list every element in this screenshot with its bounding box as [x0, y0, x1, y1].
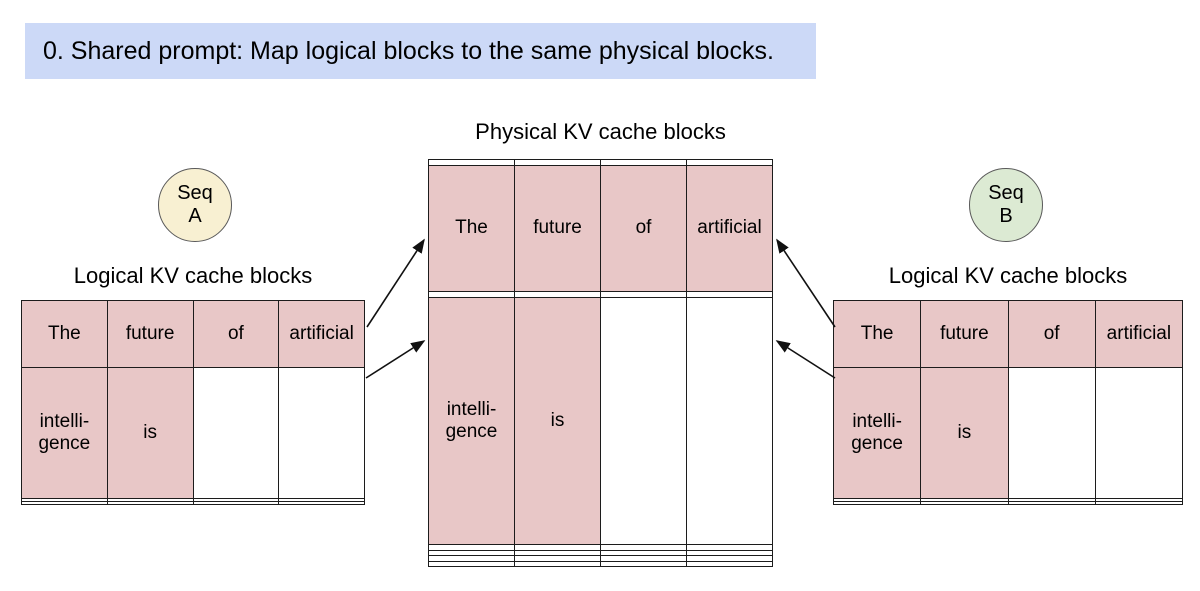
physical-cell-r7c3: [686, 560, 773, 567]
physical-cell-r3c0: intelli- gence: [428, 296, 515, 545]
seq-b-label-line2: B: [999, 205, 1013, 227]
physical-cell-r1c2: of: [600, 164, 687, 292]
logical-a-cell-r3c3: [278, 501, 365, 505]
logical-a-cell-r0c3: artificial: [278, 299, 365, 369]
physical-cell-r7c0: [428, 560, 515, 567]
physical-cell-r1c0: The: [428, 164, 515, 292]
physical-cell-r1c1: future: [514, 164, 601, 292]
logical-b-cell-r1c2: [1007, 367, 1096, 500]
logical-b-cell-r3c2: [1007, 501, 1096, 505]
physical-row-7: [428, 560, 773, 567]
logical-a-cell-r1c3: [278, 367, 365, 500]
logical-b-cell-r1c0: intelli- gence: [832, 367, 922, 500]
arrow-seq-b-block0-to-physical: [776, 238, 836, 328]
logical-a-cell-r0c1: future: [106, 299, 194, 369]
physical-cell-r7c1: [514, 560, 601, 567]
physical-table-title: Physical KV cache blocks: [475, 119, 726, 144]
seq-a-label-line2: A: [188, 205, 202, 227]
physical-cell-r3c2: [600, 296, 687, 545]
arrow-seq-a-block1-to-physical: [365, 340, 426, 379]
seq-b-label-line1: Seq: [988, 182, 1024, 204]
logical-b-cell-r0c2: of: [1007, 299, 1096, 369]
logical-a-cell-r1c2: [192, 367, 280, 500]
seq-b-badge: Seq B: [969, 168, 1043, 242]
logical-b-cell-r0c0: The: [832, 299, 922, 369]
seq-a-badge: Seq A: [158, 168, 232, 242]
logical-b-cell-r0c1: future: [920, 299, 1009, 369]
logical-b-row-3: [832, 501, 1184, 505]
physical-cell-r7c2: [600, 560, 687, 567]
logical-a-cell-r0c0: The: [21, 299, 108, 369]
logical-a-cell-r3c0: [21, 501, 108, 505]
title-banner: 0. Shared prompt: Map logical blocks to …: [25, 23, 816, 79]
logical-b-cell-r1c3: [1094, 367, 1184, 500]
logical-a-cell-r1c0: intelli- gence: [21, 367, 108, 500]
seq-a-label-line1: Seq: [177, 182, 213, 204]
logical-a-row-3: [21, 501, 365, 505]
logical-a-cell-r1c1: is: [106, 367, 194, 500]
logical-table-b-title: Logical KV cache blocks: [888, 263, 1128, 288]
logical-a-cell-r3c1: [106, 501, 194, 505]
logical-table-a-title: Logical KV cache blocks: [73, 263, 313, 288]
physical-cell-r3c3: [686, 296, 773, 545]
logical-b-cell-r3c0: [832, 501, 922, 505]
arrow-seq-a-block0-to-physical: [366, 238, 425, 328]
logical-b-cell-r3c1: [920, 501, 1009, 505]
physical-cell-r1c3: artificial: [686, 164, 773, 292]
arrow-seq-b-block1-to-physical: [775, 340, 836, 379]
physical-cell-r3c1: is: [514, 296, 601, 545]
title-banner-text: 0. Shared prompt: Map logical blocks to …: [43, 36, 774, 65]
logical-b-cell-r0c3: artificial: [1094, 299, 1184, 369]
logical-b-cell-r3c3: [1094, 501, 1184, 505]
logical-a-cell-r0c2: of: [192, 299, 280, 369]
logical-a-cell-r3c2: [192, 501, 280, 505]
logical-b-cell-r1c1: is: [920, 367, 1009, 500]
